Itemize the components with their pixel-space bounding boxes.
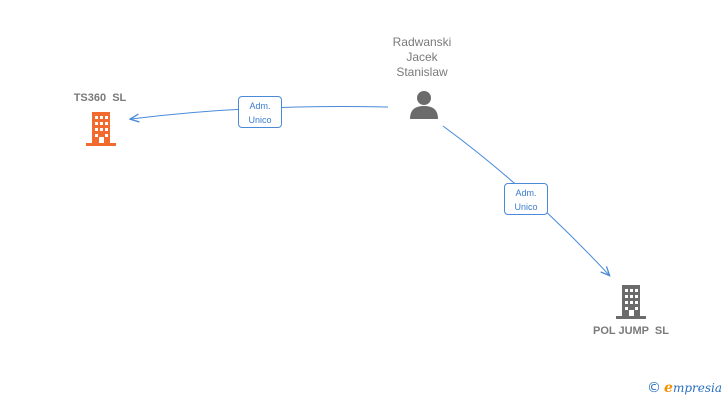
building-icon[interactable] (615, 284, 647, 320)
copyright-symbol: © (647, 380, 662, 396)
role-line-2: Unico (248, 115, 272, 125)
role-line-1: Adm. (515, 188, 537, 198)
person-icon[interactable] (408, 90, 440, 120)
person-name-line-3: Stanislaw (396, 65, 448, 79)
empresia-watermark: © empresia (647, 380, 722, 396)
company-name-ts360[interactable]: TS360 SL (73, 92, 127, 104)
edge-role-badge-ts360[interactable]: Adm. Unico (238, 96, 282, 128)
edge-role-badge-poljump[interactable]: Adm. Unico (504, 183, 548, 215)
role-line-1: Adm. (249, 101, 271, 111)
brand-rest: mpresia (672, 381, 722, 395)
company-name-poljump[interactable]: POL JUMP SL (592, 325, 669, 337)
person-name-line-1: Radwanski (392, 35, 452, 49)
brand-initial: e (664, 380, 673, 396)
person-name[interactable]: Radwanski Jacek Stanislaw (374, 35, 470, 80)
empresia-logo: empresia (664, 380, 722, 396)
building-icon[interactable] (85, 111, 117, 147)
person-name-line-2: Jacek (406, 50, 438, 64)
role-line-2: Unico (514, 202, 538, 212)
